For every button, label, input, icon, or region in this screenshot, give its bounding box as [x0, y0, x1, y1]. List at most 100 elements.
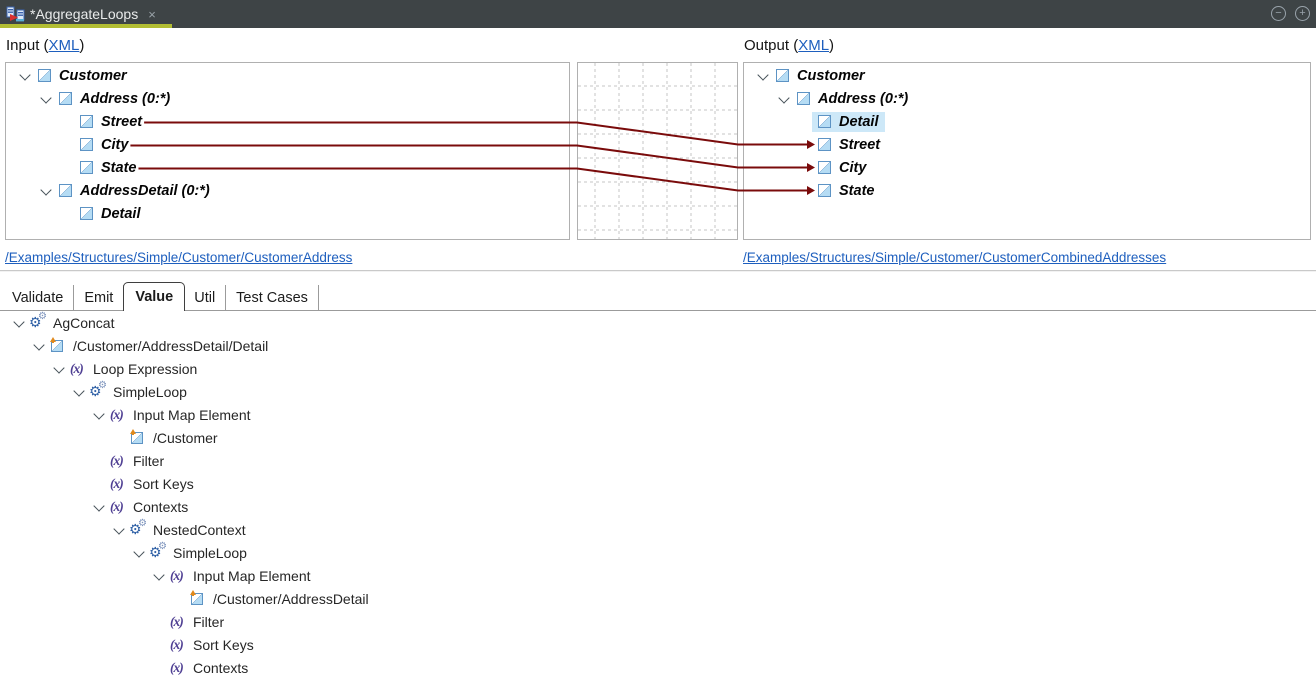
chevron-spacer — [152, 661, 166, 675]
schema-node-label: City — [101, 136, 129, 153]
value-tree-row-input-map-element[interactable]: (x)Input Map Element — [0, 403, 1316, 426]
value-tree-label: /Customer — [153, 429, 218, 446]
schema-node-label: Customer — [59, 67, 127, 84]
tab-close-icon[interactable]: × — [148, 6, 156, 22]
tree-row-street[interactable]: Street — [744, 133, 1310, 156]
value-tree-label: AgConcat — [53, 314, 115, 331]
tree-row-street[interactable]: Street — [6, 110, 569, 133]
schema-element-icon — [59, 184, 72, 197]
chevron-down-icon[interactable] — [152, 569, 166, 583]
chevron-down-icon[interactable] — [32, 339, 46, 353]
tab-test-cases[interactable]: Test Cases — [226, 285, 319, 311]
tree-row-detail[interactable]: Detail — [6, 202, 569, 225]
value-tree-row-sort-keys[interactable]: (x)Sort Keys — [0, 472, 1316, 495]
loop-gears-icon: ⚙⚙ — [89, 380, 107, 399]
expression-icon: (x) — [110, 476, 124, 491]
chevron-down-icon[interactable] — [18, 69, 32, 83]
value-tree-row-agconcat[interactable]: ⚙⚙ AgConcat — [0, 311, 1316, 334]
chevron-down-icon[interactable] — [52, 362, 66, 376]
chevron-spacer — [798, 184, 812, 198]
value-tree-label: Filter — [133, 452, 165, 469]
schema-element-icon — [776, 69, 789, 82]
value-tree-label: Loop Expression — [93, 360, 198, 377]
output-xml-link[interactable]: XML — [798, 37, 830, 54]
input-structure-path-link[interactable]: /Examples/Structures/Simple/Customer/Cus… — [5, 250, 353, 265]
schema-node-label: AddressDetail (0:*) — [80, 182, 210, 199]
chevron-spacer — [60, 207, 74, 221]
value-tree-row-sort-keys[interactable]: (x)Sort Keys — [0, 633, 1316, 656]
input-xml-link[interactable]: XML — [48, 37, 80, 54]
schema-element-icon — [80, 161, 93, 174]
value-tree-row-simpleloop[interactable]: ⚙⚙ SimpleLoop — [0, 380, 1316, 403]
value-tree-row-filter[interactable]: (x)Filter — [0, 610, 1316, 633]
tree-row-address-0[interactable]: Address (0:*) — [6, 87, 569, 110]
tree-row-customer[interactable]: Customer — [6, 64, 569, 87]
chevron-spacer — [798, 161, 812, 175]
expression-icon: (x) — [170, 568, 184, 583]
document-tab-aggregateloops[interactable]: *AggregateLoops × — [0, 0, 166, 28]
chevron-down-icon[interactable] — [92, 408, 106, 422]
maximize-icon[interactable]: + — [1295, 6, 1310, 21]
value-tree-row-loop-expression[interactable]: (x) Loop Expression — [0, 357, 1316, 380]
horizontal-splitter[interactable] — [0, 270, 1316, 272]
schema-node-label: City — [839, 159, 867, 176]
chevron-spacer — [112, 431, 126, 445]
tree-row-state[interactable]: State — [6, 156, 569, 179]
chevron-spacer — [92, 477, 106, 491]
chevron-down-icon[interactable] — [132, 546, 146, 560]
value-tree-row-customer[interactable]: /Customer — [0, 426, 1316, 449]
tree-row-address-0[interactable]: Address (0:*) — [744, 87, 1310, 110]
value-tree-row-contexts[interactable]: (x)Contexts — [0, 495, 1316, 518]
schema-node-label: State — [839, 182, 875, 199]
tab-util[interactable]: Util — [184, 285, 227, 311]
schema-element-icon — [818, 161, 831, 174]
chevron-spacer — [798, 138, 812, 152]
chevron-down-icon[interactable] — [39, 184, 53, 198]
chevron-down-icon[interactable] — [112, 523, 126, 537]
tree-row-detail[interactable]: Detail — [744, 110, 1310, 133]
expression-icon: (x) — [110, 453, 124, 468]
value-tree-row-input-map-element[interactable]: (x) Input Map Element — [0, 564, 1316, 587]
value-tree-row-simpleloop[interactable]: ⚙⚙SimpleLoop — [0, 541, 1316, 564]
loop-gears-icon: ⚙⚙ — [29, 311, 47, 330]
value-tree-row-customer-addressdetail-detail[interactable]: /Customer/AddressDetail/Detail — [0, 334, 1316, 357]
tree-row-customer[interactable]: Customer — [744, 64, 1310, 87]
schema-element-icon — [38, 69, 51, 82]
chevron-down-icon[interactable] — [756, 69, 770, 83]
chevron-spacer — [172, 592, 186, 606]
value-tree-row-contexts[interactable]: (x)Contexts — [0, 656, 1316, 679]
value-tree-label: Input Map Element — [193, 567, 311, 584]
output-structure-path-link[interactable]: /Examples/Structures/Simple/Customer/Cus… — [743, 250, 1167, 265]
expression-icon: (x) — [70, 361, 84, 376]
input-header-close: ) — [79, 37, 85, 54]
tab-strip-baseline — [0, 310, 1316, 311]
tab-emit[interactable]: Emit — [74, 285, 125, 311]
tab-value[interactable]: Value — [123, 282, 186, 311]
map-element-icon — [130, 429, 148, 446]
schema-element-icon — [818, 184, 831, 197]
chevron-down-icon[interactable] — [777, 92, 791, 106]
active-tab-underline — [0, 24, 172, 28]
expression-icon: (x) — [110, 407, 124, 422]
value-tree-label: SimpleLoop — [113, 383, 187, 400]
tree-row-city[interactable]: City — [6, 133, 569, 156]
chevron-down-icon[interactable] — [39, 92, 53, 106]
expression-icon: (x) — [170, 637, 184, 652]
value-tree-row-customer-addressdetail[interactable]: /Customer/AddressDetail — [0, 587, 1316, 610]
chevron-down-icon[interactable] — [72, 385, 86, 399]
expression-icon: (x) — [110, 499, 124, 514]
chevron-down-icon[interactable] — [12, 316, 26, 330]
minimize-icon[interactable]: − — [1271, 6, 1286, 21]
mapping-canvas[interactable] — [577, 62, 738, 240]
tree-row-addressdetail-0[interactable]: AddressDetail (0:*) — [6, 179, 569, 202]
schema-element-icon — [818, 138, 831, 151]
value-tree-row-filter[interactable]: (x) Filter — [0, 449, 1316, 472]
tree-row-city[interactable]: City — [744, 156, 1310, 179]
value-tree-label: NestedContext — [153, 521, 246, 538]
tree-row-state[interactable]: State — [744, 179, 1310, 202]
value-tree-row-nestedcontext[interactable]: ⚙⚙NestedContext — [0, 518, 1316, 541]
tab-validate[interactable]: Validate — [2, 285, 75, 311]
chevron-down-icon[interactable] — [92, 500, 106, 514]
schema-node-label: Address (0:*) — [818, 90, 909, 107]
